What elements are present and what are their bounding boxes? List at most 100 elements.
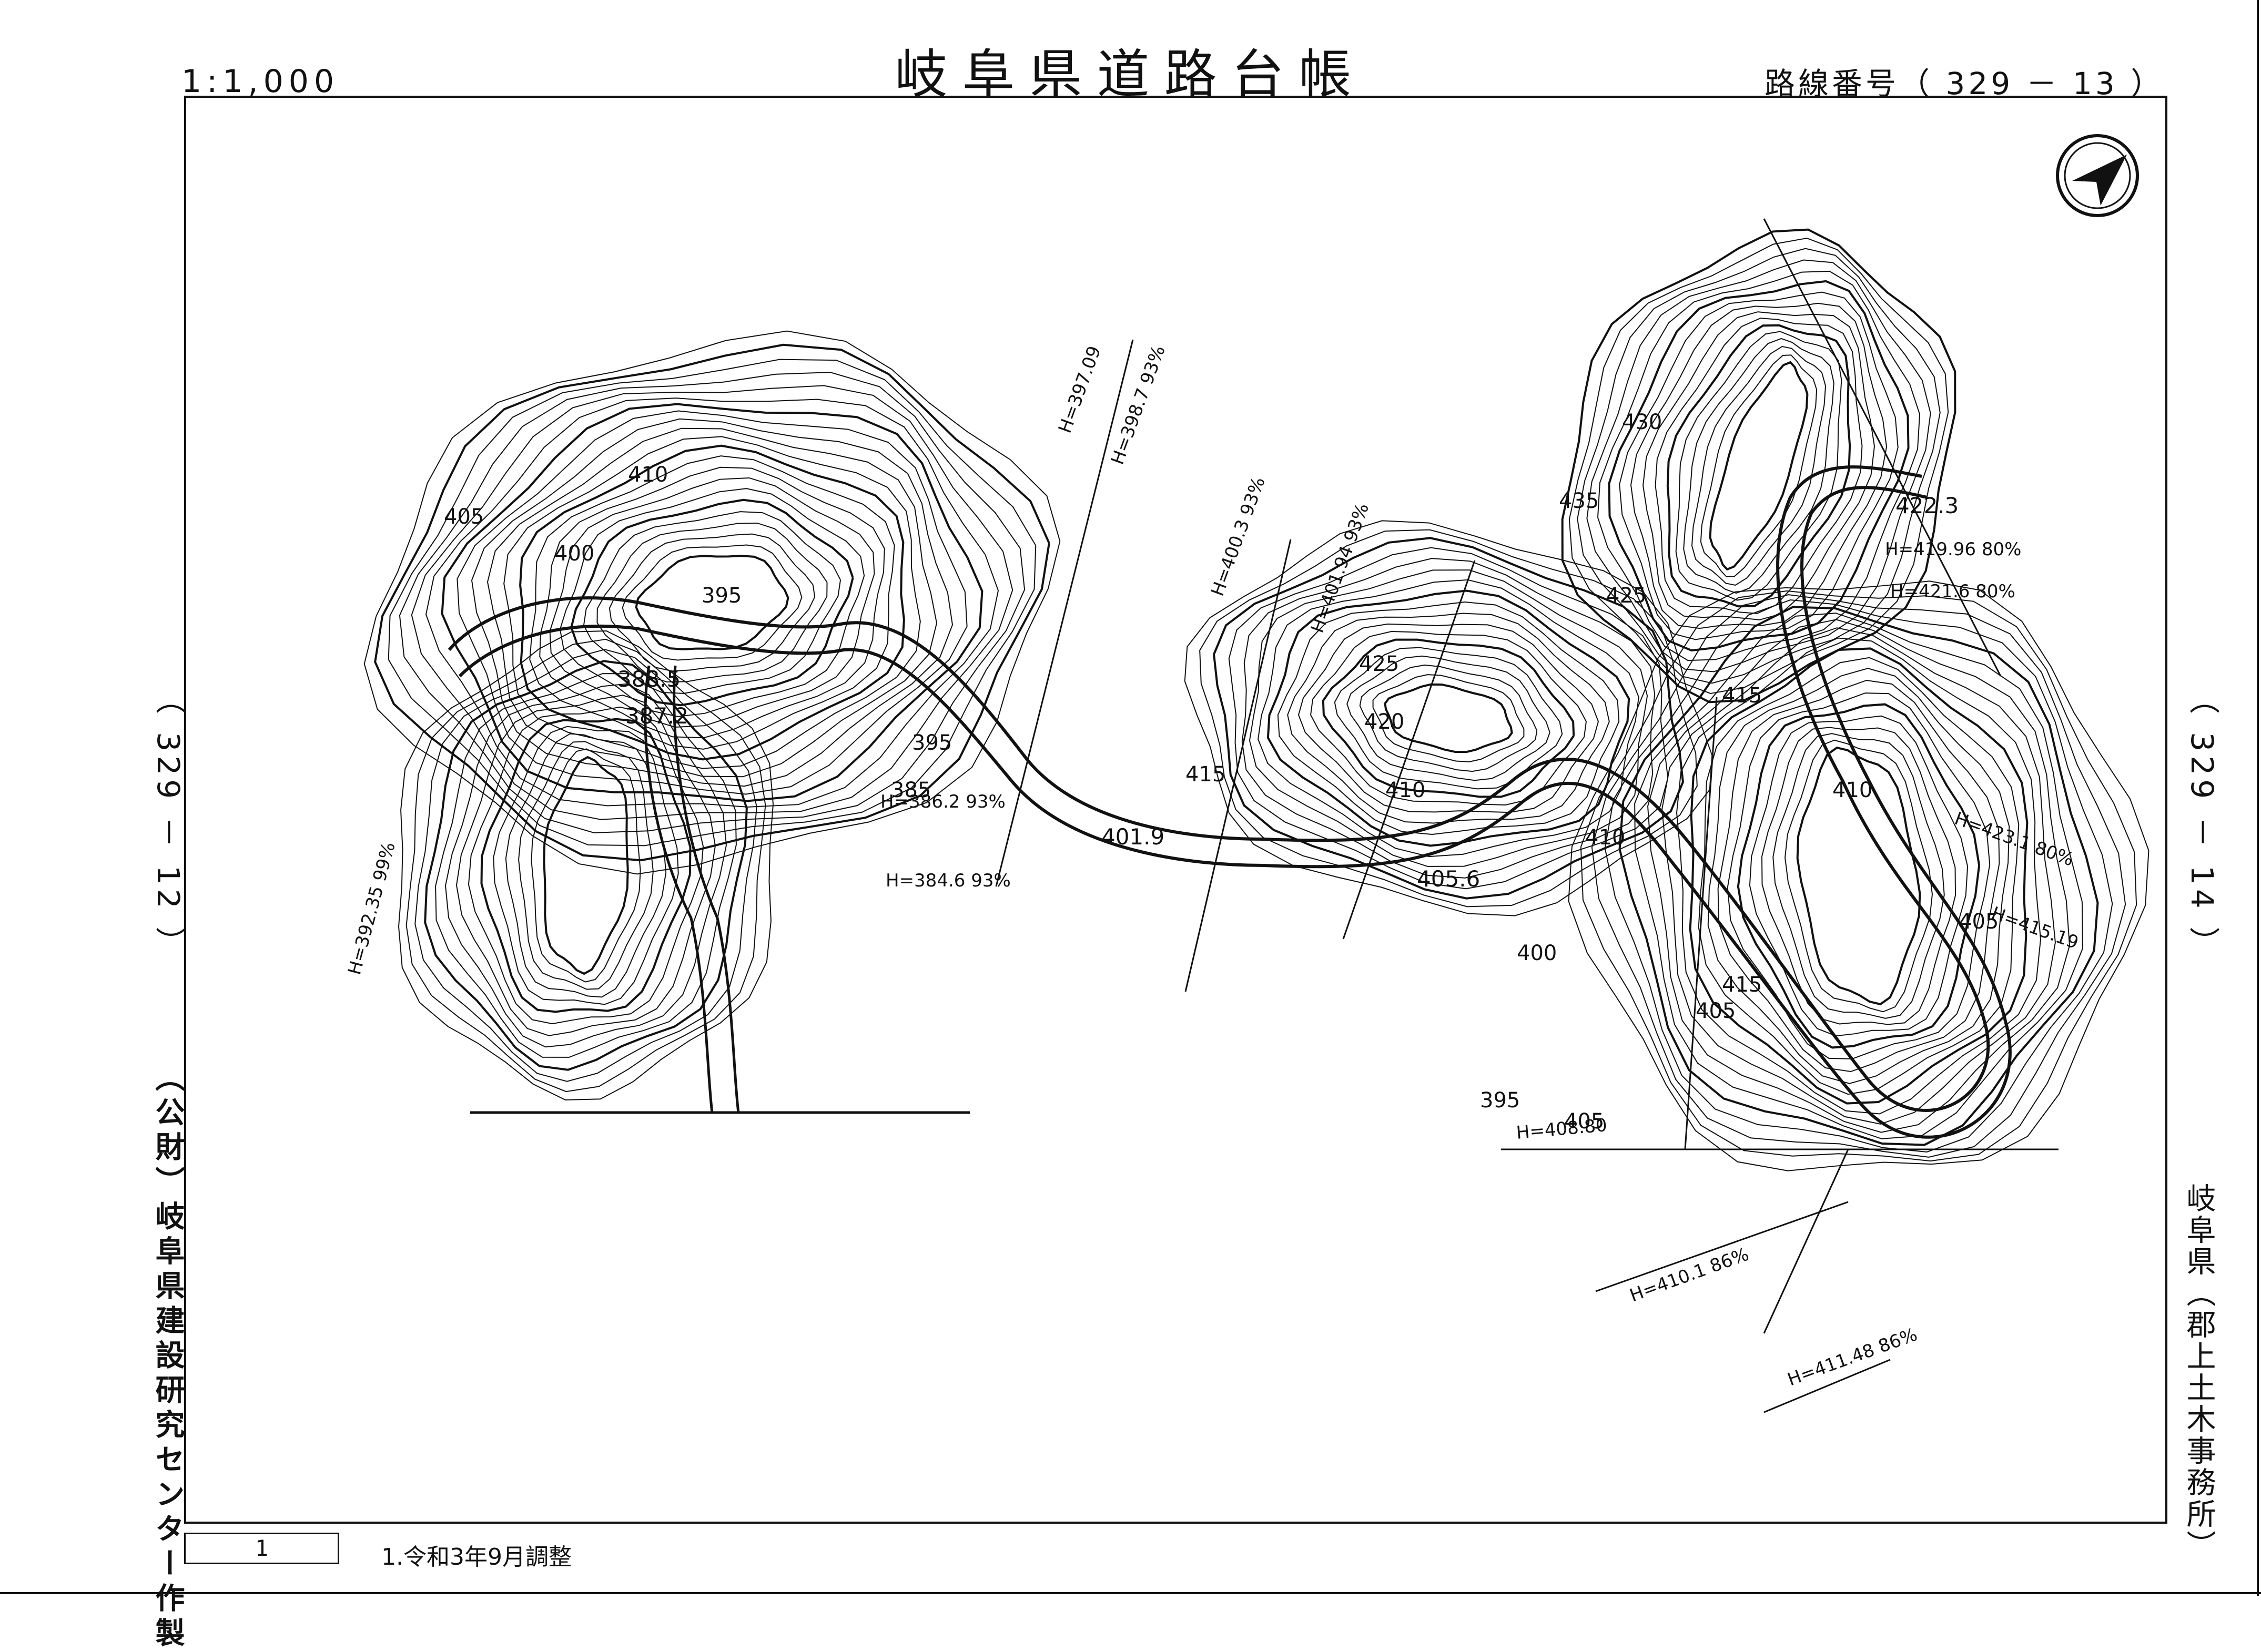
topographic-map: 405 410 400 395 385 395 425 420 415 410 … — [344, 134, 2150, 1413]
contour-line — [1586, 259, 1931, 672]
contour-line — [519, 444, 905, 761]
contour-line — [405, 638, 766, 1093]
lower-road — [470, 665, 970, 1114]
svg-text:400: 400 — [1517, 941, 1557, 965]
contour-line — [1258, 579, 1639, 858]
contour-line — [457, 410, 968, 795]
adjacent-sheet-left: （ 329 － 12 ） — [150, 684, 186, 962]
svg-text:405: 405 — [444, 505, 484, 529]
svg-text:415: 415 — [1185, 762, 1225, 787]
contour-line — [1676, 637, 2041, 1115]
svg-text:405: 405 — [1696, 999, 1736, 1023]
contour-line — [1322, 638, 1575, 798]
contour-line — [1675, 331, 1842, 601]
contour-line — [1618, 606, 2099, 1146]
contour-line — [543, 756, 629, 975]
contour-line — [1634, 613, 2083, 1139]
contour-line — [1249, 569, 1648, 867]
svg-text:420: 420 — [1364, 710, 1404, 734]
contour-line — [531, 748, 641, 983]
contour-line — [1577, 248, 1941, 684]
contour-line — [1334, 647, 1563, 790]
contour-line — [1619, 291, 1899, 640]
contour-line — [1737, 703, 1981, 1049]
svg-text:H=410.1 86%: H=410.1 86% — [1627, 1244, 1751, 1307]
svg-text:H=419.96 80%: H=419.96 80% — [1885, 539, 2021, 560]
contour-line — [1647, 619, 2070, 1133]
svg-text:395: 395 — [702, 584, 742, 608]
svg-text:410: 410 — [1832, 778, 1872, 802]
svg-text:405: 405 — [1564, 1109, 1604, 1134]
contour-line — [1561, 228, 1956, 703]
contour-line — [1717, 679, 2000, 1073]
contour-line — [1630, 302, 1888, 629]
svg-text:425: 425 — [1359, 652, 1399, 676]
contour-line — [1580, 590, 2137, 1162]
contour-line — [1568, 580, 2150, 1171]
north-arrow-icon — [2056, 134, 2139, 217]
contour-line — [374, 343, 1050, 862]
sheet-edge-bottom — [0, 1592, 2261, 1594]
svg-text:425: 425 — [1606, 584, 1646, 608]
contour-line — [1642, 311, 1875, 620]
contour-line — [1266, 589, 1630, 847]
contour-line — [1709, 361, 1809, 571]
contour-line — [1310, 631, 1587, 805]
svg-text:385: 385 — [891, 778, 931, 802]
svg-text:430: 430 — [1622, 410, 1662, 434]
sheet-number-box: 1 — [184, 1533, 339, 1564]
contour-line — [1796, 746, 1921, 1006]
contour-line — [503, 436, 921, 769]
contour-line — [486, 427, 938, 778]
contour-line — [1749, 715, 1969, 1037]
contour-line — [455, 695, 716, 1036]
contour-line — [471, 418, 954, 787]
revision-note: 1.令和3年9月調整 — [381, 1544, 572, 1571]
contour-line — [1772, 733, 1945, 1019]
map-scale: 1:1,000 — [181, 63, 340, 100]
contour-line — [622, 544, 803, 661]
contour-line — [1700, 354, 1818, 577]
contour-line — [1666, 324, 1851, 608]
contour-line — [1785, 739, 1933, 1013]
svg-text:395: 395 — [912, 731, 952, 755]
sheet-edge-right — [2257, 0, 2259, 1596]
contour-line — [505, 733, 667, 998]
contour-line — [441, 403, 984, 802]
svg-text:410: 410 — [1385, 778, 1425, 802]
contour-line — [388, 359, 1037, 847]
contour-line — [424, 660, 748, 1071]
adjacent-sheet-right: （ 329 － 14 ） — [2184, 684, 2220, 962]
contour-line — [518, 741, 654, 990]
svg-text:422.3: 422.3 — [1895, 493, 1959, 518]
contour-line — [1199, 529, 1698, 907]
map-frame: 405 410 400 395 385 395 425 420 415 410 … — [184, 96, 2167, 1524]
north-arrow — [2056, 134, 2139, 217]
contour-labels: 405 410 400 395 385 395 425 420 415 410 … — [444, 410, 1999, 1134]
svg-text:H=423.1 80%: H=423.1 80% — [1952, 808, 2076, 871]
contour-line — [1655, 318, 1863, 614]
section-lines — [995, 218, 2059, 1413]
contour-line — [1727, 692, 1991, 1059]
contour-line — [493, 726, 679, 1005]
contour-line — [425, 397, 999, 808]
svg-text:435: 435 — [1559, 489, 1599, 513]
svg-text:H=386.2 93%: H=386.2 93% — [880, 791, 1006, 812]
contour-line — [1661, 627, 2056, 1125]
contour-line — [435, 673, 737, 1058]
section-labels: H=397.09 H=398.7 93% H=400.3 93% H=401.9… — [344, 343, 2081, 1391]
svg-text:410: 410 — [1585, 825, 1625, 850]
svg-text:395: 395 — [1480, 1088, 1520, 1113]
contour-line — [635, 555, 789, 650]
contour-line — [1707, 668, 2010, 1084]
contour-line — [1608, 280, 1910, 652]
contour-line — [1698, 657, 2020, 1095]
svg-text:387.2: 387.2 — [625, 703, 688, 729]
contour-line — [1384, 683, 1513, 753]
office-label: 岐阜県（郡上土木事務所） — [2182, 1183, 2216, 1562]
contour-line — [1277, 601, 1620, 835]
svg-text:H=411.48 86%: H=411.48 86% — [1785, 1324, 1920, 1390]
svg-text:H=397.09: H=397.09 — [1055, 343, 1106, 436]
svg-text:H=400.3 93%: H=400.3 93% — [1207, 474, 1270, 599]
contour-line — [1287, 613, 1610, 824]
